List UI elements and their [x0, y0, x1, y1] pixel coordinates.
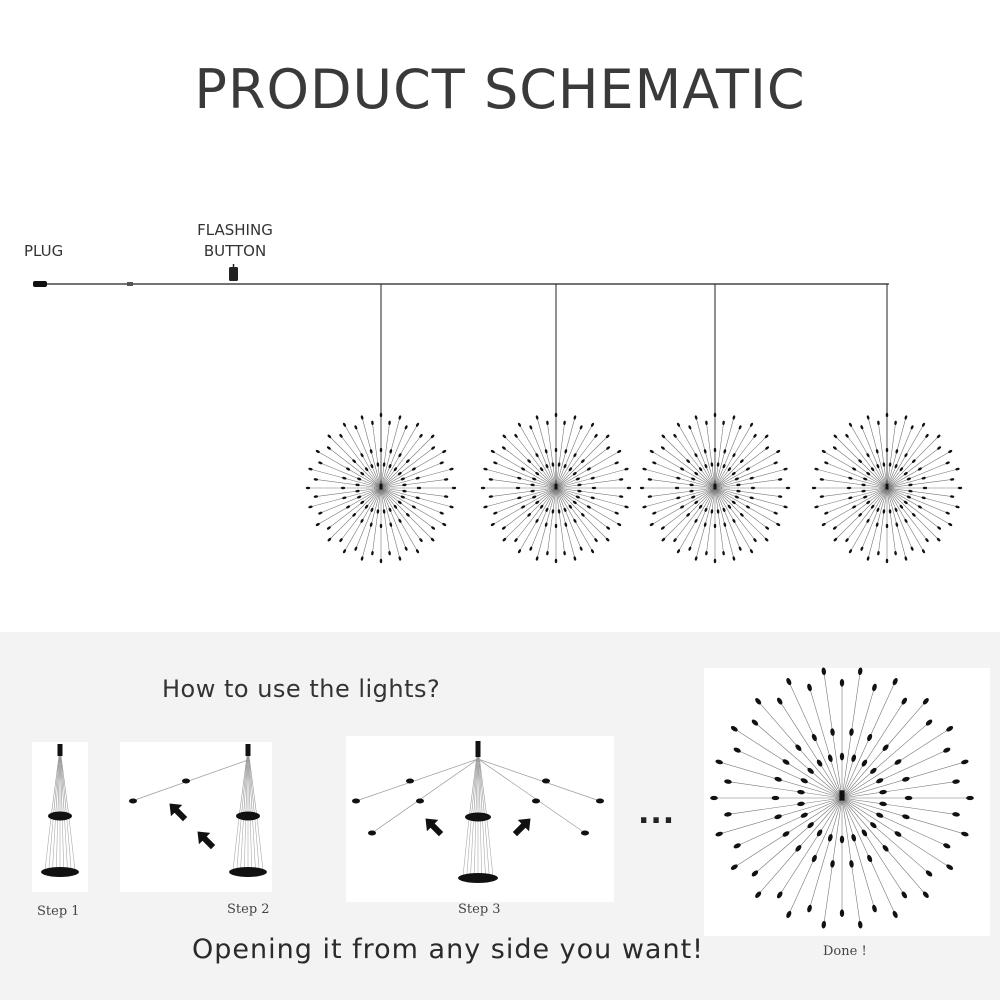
footer-caption: Opening it from any side you want! — [192, 934, 704, 965]
how-to-heading: How to use the lights? — [162, 675, 441, 703]
step2-illustration — [129, 744, 267, 877]
step1-label: Step 1 — [37, 904, 80, 919]
main-cable — [33, 264, 889, 287]
step3-label: Step 3 — [458, 902, 501, 917]
schematic-diagram — [33, 264, 963, 564]
plug-label: PLUG — [24, 242, 64, 260]
firework-light-icon — [710, 667, 974, 929]
arrow-icon — [169, 803, 188, 822]
flashing-button-label-line2: BUTTON — [203, 242, 267, 260]
cable-connector — [127, 282, 133, 286]
firework-light-icon — [305, 412, 457, 564]
arrow-icon — [425, 818, 444, 837]
arrow-icon — [512, 818, 531, 837]
flashing-button-label: FLASHING BUTTON — [192, 220, 278, 262]
done-label: Done ! — [823, 944, 867, 959]
firework-light-icon — [811, 412, 963, 564]
ellipsis: ... — [638, 796, 676, 831]
arrow-icon — [197, 831, 216, 850]
plug-icon — [33, 281, 47, 287]
step3-illustration — [352, 741, 604, 883]
flashing-button-icon — [229, 264, 238, 281]
firework-light-icon — [480, 412, 632, 564]
flashing-button-label-line1: FLASHING — [197, 221, 273, 239]
firework-lights — [305, 412, 963, 564]
done-firework-illustration — [710, 667, 974, 929]
step2-label: Step 2 — [227, 902, 270, 917]
page-title: PRODUCT SCHEMATIC — [194, 58, 806, 121]
firework-light-icon — [639, 412, 791, 564]
step1-illustration — [41, 744, 79, 877]
